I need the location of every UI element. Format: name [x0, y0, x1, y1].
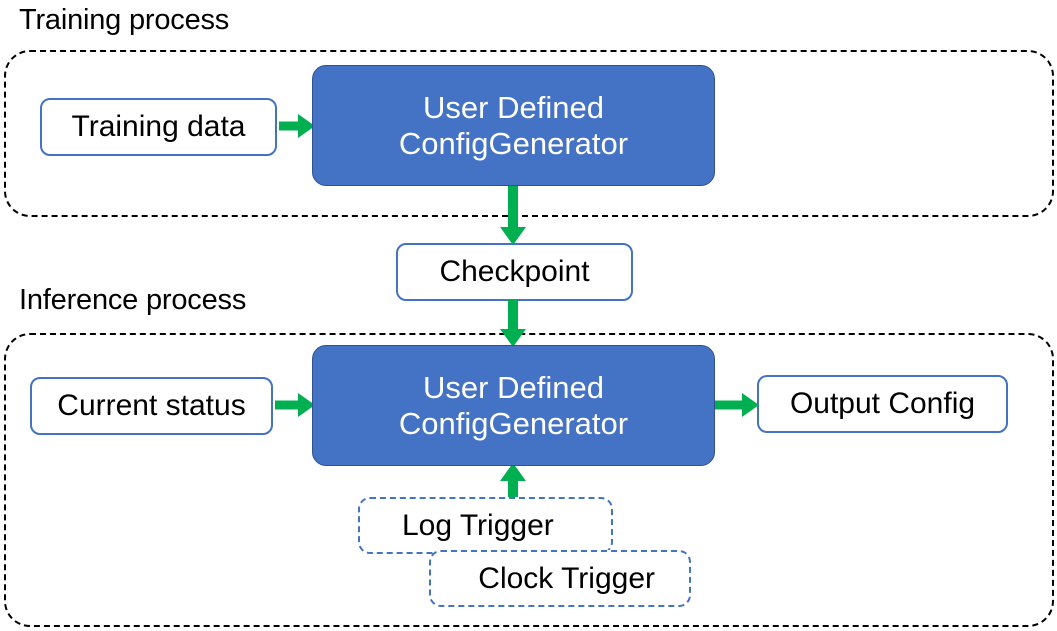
node-generator-inference-line2: ConfigGenerator	[398, 405, 629, 441]
node-training-data[interactable]: Training data	[40, 98, 277, 156]
node-generator-training-line1: User Defined	[423, 89, 604, 125]
arrow-current-status-to-generator	[275, 392, 315, 418]
arrow-shaft	[275, 400, 300, 410]
arrow-head	[500, 463, 526, 481]
arrow-shaft	[279, 121, 300, 131]
arrow-shaft	[714, 400, 744, 410]
training-process-label: Training process	[19, 4, 230, 36]
arrow-log-trigger-to-generator	[500, 463, 526, 503]
node-log-trigger[interactable]: Log Trigger	[358, 497, 613, 554]
node-clock-trigger[interactable]: Clock Trigger	[429, 550, 691, 607]
arrow-checkpoint-to-generator	[500, 300, 526, 347]
arrow-shaft	[508, 475, 518, 503]
node-user-defined-configgenerator-training[interactable]: User Defined ConfigGenerator	[312, 65, 715, 186]
arrow-head	[742, 393, 759, 417]
node-generator-inference-line1: User Defined	[423, 369, 604, 405]
arrow-training-data-to-generator	[279, 113, 315, 139]
training-process-container	[4, 50, 1054, 217]
node-checkpoint-label: Checkpoint	[439, 255, 590, 289]
arrow-generator-to-output-config	[714, 392, 759, 418]
arrow-head	[500, 227, 526, 245]
node-user-defined-configgenerator-inference[interactable]: User Defined ConfigGenerator	[312, 345, 715, 466]
node-clock-trigger-label: Clock Trigger	[478, 561, 655, 595]
arrow-shaft	[508, 300, 518, 331]
arrow-head	[298, 393, 315, 417]
arrow-shaft	[508, 186, 518, 229]
node-generator-training-line2: ConfigGenerator	[398, 125, 629, 161]
node-output-config[interactable]: Output Config	[757, 375, 1008, 433]
node-training-data-label: Training data	[71, 110, 246, 144]
inference-process-label: Inference process	[19, 284, 247, 316]
arrow-generator-to-checkpoint	[500, 186, 526, 245]
arrow-head	[500, 329, 526, 347]
node-current-status-label: Current status	[57, 389, 246, 423]
node-checkpoint[interactable]: Checkpoint	[396, 243, 633, 301]
inference-process-container	[4, 333, 1054, 627]
node-current-status[interactable]: Current status	[30, 377, 273, 435]
arrow-head	[298, 114, 315, 138]
node-output-config-label: Output Config	[789, 387, 976, 421]
node-log-trigger-label: Log Trigger	[402, 508, 554, 542]
